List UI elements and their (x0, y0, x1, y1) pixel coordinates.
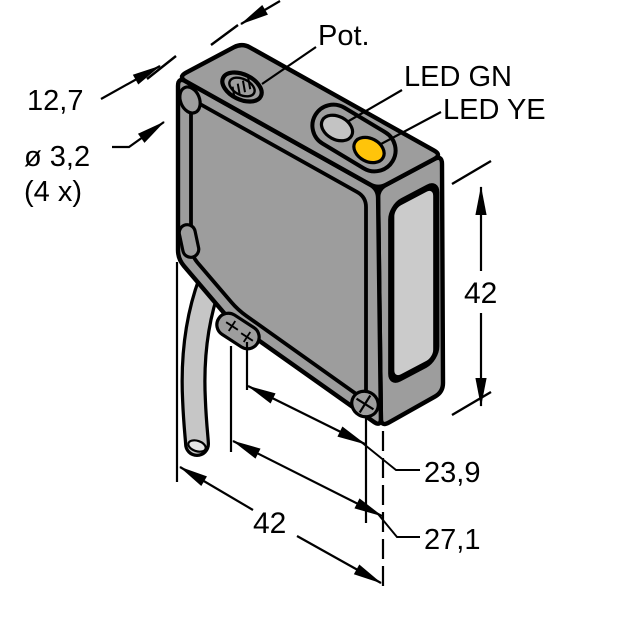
potentiometer-hole (220, 70, 264, 104)
label-pot: Pot. (318, 20, 370, 52)
label-hole-count: (4 x) (24, 176, 82, 208)
dim-27-1: 27,1 (232, 440, 480, 556)
callout-led-green: LED GN (346, 61, 512, 123)
callout-led-yellow: LED YE (380, 94, 546, 145)
callout-pot: Pot. (261, 20, 370, 85)
label-led-green: LED GN (404, 61, 512, 93)
mounting-hole-bottom (177, 223, 201, 259)
dim-tick (451, 159, 492, 186)
optical-axis-marker (215, 311, 261, 351)
led-yellow (352, 135, 386, 165)
lens-window (388, 183, 440, 383)
dim-tick (210, 24, 239, 46)
dim-23-9: 23,9 (247, 385, 480, 489)
cable-end (187, 439, 207, 453)
dim-depth-42: 42 (179, 466, 382, 584)
label-depth-bottom: 42 (253, 507, 286, 540)
label-23-9: 23,9 (424, 457, 480, 489)
dim-12-7: 12,7 (27, 0, 281, 117)
label-width-top: 12,7 (27, 85, 83, 117)
mounting-hole-top (178, 85, 202, 115)
callout-hole-diameter: ø 3,2 (4 x) (24, 121, 165, 208)
cable (180, 269, 223, 457)
label-height-right: 42 (464, 277, 497, 310)
label-27-1: 27,1 (424, 524, 480, 556)
dim-height-42: 42 (451, 159, 497, 417)
led-green (319, 113, 355, 143)
label-led-yellow: LED YE (443, 94, 546, 126)
label-hole-dia: ø 3,2 (24, 141, 90, 173)
led-recess (310, 102, 398, 174)
